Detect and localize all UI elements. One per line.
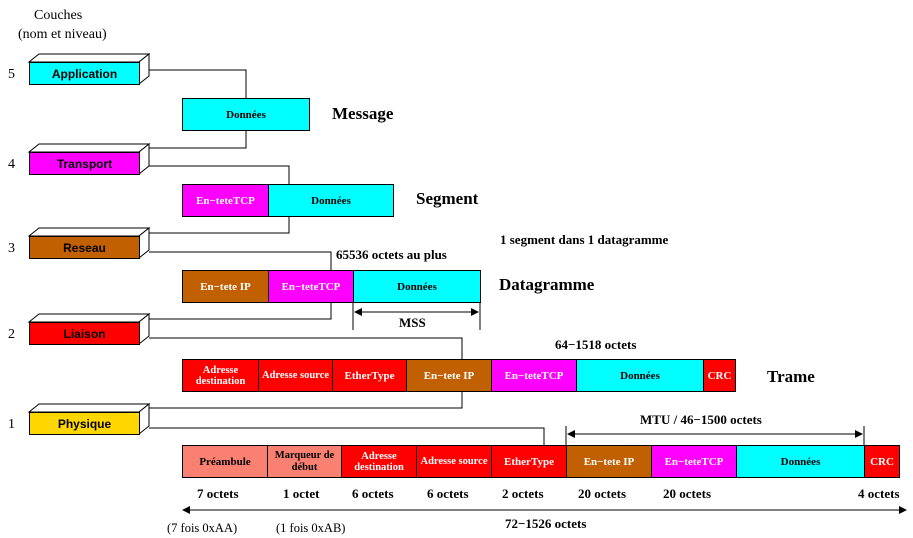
layer-physique: Physique (29, 412, 140, 435)
layer-number-1: 1 (8, 417, 15, 432)
layer-box-3d-liaison (27, 312, 151, 346)
size-preamble: 7 octets (197, 486, 239, 501)
trame-dst-box: Adresse destination (182, 359, 259, 392)
segment-label: Segment (416, 189, 479, 208)
connector-physique-frame (149, 427, 545, 445)
mtu-label: MTU / 46−1500 octets (640, 412, 762, 427)
trame-data-box: Données (576, 359, 704, 392)
datagram-label: Datagramme (499, 275, 595, 294)
size-marker: 1 octet (283, 486, 320, 501)
preamble-value-note: (7 fois 0xAA) (167, 521, 238, 535)
layer-box-3d-physique (27, 402, 151, 436)
datagram-ip-header-box: En−tete IP (182, 270, 269, 303)
header-title-line2: (nom et niveau) (18, 27, 107, 42)
connector-message-transport (149, 131, 247, 149)
physique-src-box: Adresse source (416, 445, 492, 478)
physique-dst-box: Adresse destination (341, 445, 417, 478)
trame-crc-box: CRC (703, 359, 736, 392)
layer-box-3d-reseau (27, 226, 151, 260)
trame-size: 64−1518 octets (555, 337, 637, 352)
physique-tcp-header-box: En−teteTCP (651, 445, 737, 478)
size-src: 6 octets (427, 486, 469, 501)
physique-crc-box: CRC (864, 445, 900, 478)
physique-data-box: Données (736, 445, 865, 478)
size-crc: 4 octets (858, 486, 900, 501)
layer-number-5: 5 (8, 67, 15, 82)
message-data-box: Données (182, 98, 310, 131)
layer-transport: Transport (29, 152, 140, 175)
total-size-label: 72−1526 octets (505, 516, 587, 531)
connector-datagram-liaison (149, 303, 332, 320)
size-ip: 20 octets (578, 486, 627, 501)
layer-number-4: 4 (8, 157, 15, 172)
connector-app-message (149, 69, 247, 98)
datagram-note: 1 segment dans 1 datagramme (500, 232, 669, 247)
segment-data-box: Données (268, 184, 394, 217)
layer-number-3: 3 (8, 241, 15, 256)
size-dst: 6 octets (352, 486, 394, 501)
size-tcp: 20 octets (663, 486, 712, 501)
datagram-max-size: 65536 octets au plus (336, 247, 447, 262)
physique-ip-header-box: En−tete IP (566, 445, 652, 478)
marker-value-note: (1 fois 0xAB) (276, 521, 346, 535)
datagram-data-box: Données (353, 270, 481, 303)
connector-trame-physique (149, 392, 463, 409)
layer-application: Application (29, 62, 140, 85)
connector-reseau-datagram (149, 251, 332, 270)
trame-src-box: Adresse source (258, 359, 333, 392)
physique-preamble-box: Préambule (182, 445, 268, 478)
size-ethertype: 2 octets (502, 486, 544, 501)
physique-marker-box: Marqueur de début (267, 445, 342, 478)
connector-transport-segment (149, 165, 290, 184)
trame-ethertype-box: EtherType (332, 359, 407, 392)
message-label: Message (332, 104, 394, 123)
trame-ip-header-box: En−tete IP (406, 359, 492, 392)
header-title-line1: Couches (34, 8, 83, 23)
trame-label: Trame (767, 367, 815, 386)
layer-liaison: Liaison (29, 322, 140, 345)
physique-ethertype-box: EtherType (491, 445, 567, 478)
mss-label: MSS (399, 315, 426, 330)
connector-liaison-trame (149, 337, 463, 359)
segment-tcp-header-box: En−teteTCP (182, 184, 269, 217)
layer-number-2: 2 (8, 327, 15, 342)
trame-tcp-header-box: En−teteTCP (491, 359, 577, 392)
datagram-tcp-header-box: En−teteTCP (268, 270, 354, 303)
connector-segment-reseau (149, 217, 290, 234)
layer-reseau: Reseau (29, 236, 140, 259)
